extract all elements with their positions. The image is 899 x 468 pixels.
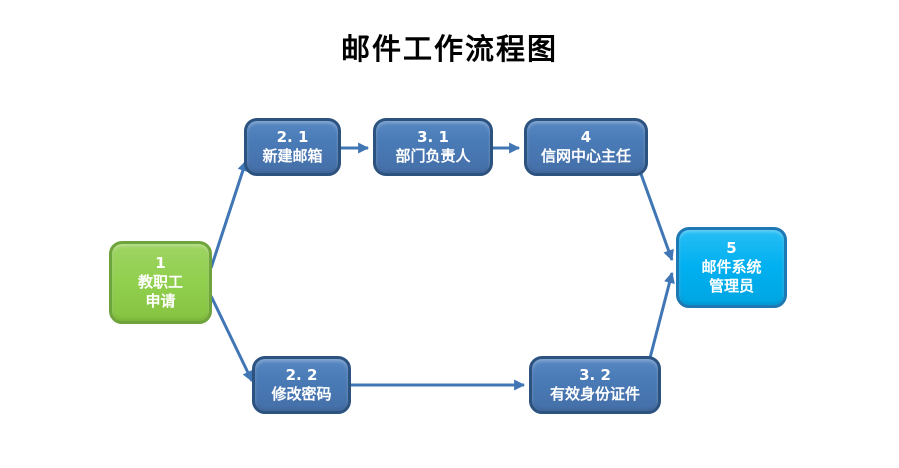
node-change-password: 2. 2 修改密码 xyxy=(252,356,351,414)
node-label: 邮件系统 xyxy=(701,258,762,276)
node-label: 新建邮箱 xyxy=(262,147,323,165)
node-mail-admin: 5 邮件系统 管理员 xyxy=(676,227,787,308)
node-dept-head: 3. 1 部门负责人 xyxy=(373,118,493,176)
node-number: 2. 1 xyxy=(276,128,309,146)
connector-staff-to-changepassword xyxy=(209,295,254,382)
node-number: 3. 1 xyxy=(417,128,449,146)
node-number: 1 xyxy=(155,254,166,272)
connector-validid-to-admin xyxy=(648,271,675,359)
node-staff-apply: 1 教职工 申请 xyxy=(109,241,212,324)
node-label: 修改密码 xyxy=(271,385,332,403)
node-number: 4 xyxy=(580,128,592,146)
node-label: 信网中心主任 xyxy=(540,147,631,165)
node-label: 教职工 xyxy=(137,273,183,291)
connector-centerdirector-to-admin xyxy=(639,173,674,262)
node-number: 3. 2 xyxy=(579,366,611,384)
node-label: 部门负责人 xyxy=(395,147,471,165)
connector-staff-to-newmailbox xyxy=(209,159,249,269)
node-number: 2. 2 xyxy=(285,366,318,384)
node-label: 管理员 xyxy=(708,277,754,295)
page-title: 邮件工作流程图 xyxy=(340,32,558,66)
node-number: 5 xyxy=(726,239,737,257)
node-new-mailbox: 2. 1 新建邮箱 xyxy=(244,118,341,176)
node-center-director: 4 信网中心主任 xyxy=(524,118,648,176)
node-valid-id: 3. 2 有效身份证件 xyxy=(529,356,661,414)
node-label: 有效身份证件 xyxy=(549,385,640,403)
node-label: 申请 xyxy=(145,292,176,310)
